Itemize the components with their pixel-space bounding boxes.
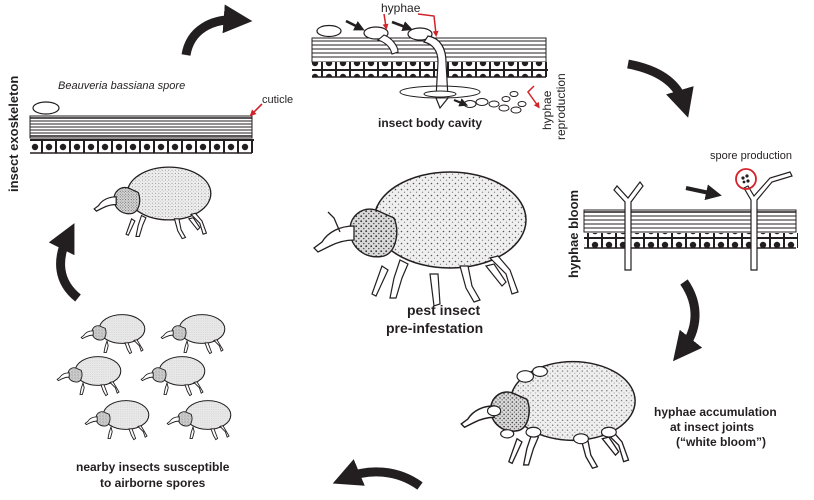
beetle-group (56, 314, 232, 441)
nearby-insects-label-1: nearby insects susceptible (76, 460, 230, 474)
pest-insect-label-2: pre-infestation (386, 320, 484, 336)
insect-exoskeleton-label: insect exoskeleton (6, 75, 21, 192)
cycle-arrows (48, 4, 703, 490)
hyphae-bloom-label: hyphae bloom (566, 189, 581, 278)
cell-layer-icon (29, 115, 254, 154)
beetle-icon (160, 314, 226, 355)
body-cavity-label: insect body cavity (378, 116, 483, 130)
spore-icon (32, 101, 60, 115)
spore-icon (407, 27, 433, 41)
hyphae-reproduction-label-2: reproduction (554, 73, 568, 140)
spore-production-highlight (735, 168, 757, 190)
spore-production-label: spore production (710, 150, 792, 162)
cycle-arrow-icon (181, 4, 253, 57)
nearby-insects-label-2: to airborne spores (100, 476, 206, 490)
spore-label: Beauveria bassiana spore (58, 80, 186, 92)
cycle-arrow-icon (673, 279, 703, 362)
germinating-hypha (376, 34, 399, 55)
hyphae-label: hyphae (381, 1, 421, 15)
cell-layer-icon (583, 209, 798, 249)
accumulation-label-2: at insect joints (670, 420, 755, 434)
cycle-arrow-icon (48, 223, 81, 302)
beetle-icon (56, 356, 122, 397)
beetle-icon (80, 314, 146, 355)
cycle-arrow-icon (332, 459, 423, 490)
spore-icon (741, 174, 750, 184)
beetle-icon (84, 400, 150, 441)
hyphae-pointer (382, 13, 389, 30)
accumulation-label-3: (“white bloom”) (676, 435, 766, 449)
cuticle-label: cuticle (262, 94, 294, 106)
bloom-hyphae (613, 171, 793, 271)
beetle-icon (313, 171, 527, 307)
spore-icon (316, 24, 342, 38)
penetrating-hypha (423, 35, 449, 110)
beetle-icon (166, 400, 232, 441)
beetle-icon (460, 360, 636, 470)
hyphae-pointer (417, 13, 439, 37)
hyphae-chain (463, 91, 527, 114)
pest-insect-label-1: pest insect (407, 302, 481, 318)
hyphae-reproduction-label-1: hyphae (540, 90, 554, 130)
reproduction-pointer (527, 85, 540, 109)
accumulation-label-1: hyphae accumulation (654, 405, 777, 419)
cycle-arrow-icon (627, 59, 694, 118)
beetle-icon (93, 166, 212, 240)
beetle-icon (140, 356, 206, 397)
cuticle-pointer (249, 103, 263, 117)
